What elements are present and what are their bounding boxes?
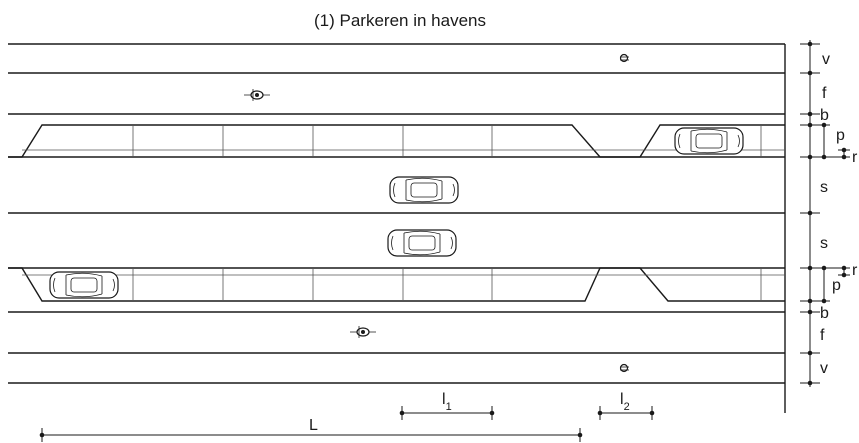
car-icon [49, 271, 119, 299]
zone-label-f-bottom: f [820, 327, 825, 344]
zone-label-p-bottom: p [832, 277, 841, 294]
diagram-title: (1) Parkeren in havens [314, 11, 486, 30]
dimension-lines-bottom [39, 406, 655, 442]
dimension-chain-right [800, 40, 850, 387]
pedestrian-icon [619, 53, 630, 63]
bicycle-icon [243, 88, 271, 102]
dimension-label-total-length: L [309, 417, 318, 434]
dimension-l1-subscript: 1 [446, 401, 452, 413]
zone-label-v-bottom: v [820, 360, 828, 377]
dimension-label-l2: l2 [620, 391, 630, 413]
car-icon [387, 229, 457, 257]
zone-label-s-top: s [820, 179, 828, 196]
zone-label-b-bottom: b [820, 305, 829, 322]
zone-label-v-top: v [822, 51, 830, 68]
dimension-l2-letter: l [620, 391, 624, 408]
pedestrian-icon [619, 363, 630, 373]
dimension-label-l1: l1 [442, 391, 452, 413]
zone-label-r-top: r [852, 149, 858, 166]
zone-label-b-top: b [820, 107, 829, 124]
zone-label-r-bottom: r [852, 262, 858, 279]
zone-label-f-top: f [822, 85, 827, 102]
road-lines [8, 43, 786, 413]
car-icon [389, 176, 459, 204]
parking-bays-top [8, 124, 785, 158]
parking-bays-bottom [8, 267, 785, 302]
bicycle-icon [349, 325, 377, 339]
dimension-l1-letter: l [442, 391, 446, 408]
zone-label-p-top: p [836, 127, 845, 144]
dimension-l2-subscript: 2 [624, 401, 630, 413]
zone-label-s-bottom: s [820, 235, 828, 252]
car-icon [674, 127, 744, 155]
